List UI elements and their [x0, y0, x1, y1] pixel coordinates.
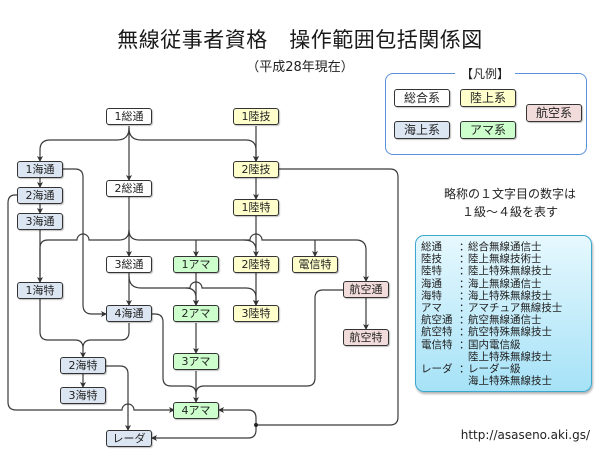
edge-kokutsu-4ama — [195, 289, 343, 395]
node-radar: レーダ — [106, 430, 152, 447]
abbreviation-full-name: 陸上特殊無線技士 — [468, 265, 552, 278]
edge-3sotsu-2ama — [128, 275, 199, 306]
abbreviation-key: 電信特 — [421, 338, 453, 351]
edge-1sotsu-1kaitsu — [37, 127, 130, 162]
legend-item-maritime: 海上系 — [394, 121, 450, 139]
edge-4kaitsu-2kaitoku — [80, 323, 130, 358]
abbreviation-colon: ： — [459, 314, 470, 327]
abbreviation-key: 陸特 — [421, 265, 442, 278]
legend-item-aviation: 航空系 — [526, 104, 582, 122]
abbreviation-full-name: 陸上特殊無線技士 — [468, 350, 552, 363]
node-denshintoku: 電信特 — [292, 256, 338, 273]
node-2rikugi: 2陸技 — [233, 161, 279, 178]
legend-title: 【凡例】 — [455, 65, 515, 82]
edge-2rikugi-radar — [151, 425, 257, 441]
abbreviation-colon: ： — [459, 277, 470, 290]
abbreviation-full-name: 航空無線通信士 — [468, 314, 542, 327]
node-kokutsu: 航空通 — [343, 281, 389, 298]
abbreviation-key: 海特 — [421, 289, 442, 302]
abbreviation-full-name: 海上無線通信士 — [468, 277, 542, 290]
source-url: http://asaseno.aki.gs/ — [460, 428, 590, 442]
node-1ama: 1アマ — [173, 256, 219, 273]
node-1sotsu: 1総通 — [106, 108, 152, 125]
node-1kaitoku: 1海特 — [17, 282, 63, 299]
abbreviation-key: 陸技 — [421, 253, 442, 266]
abbreviation-key: レーダ — [421, 363, 453, 375]
edge-2sotsu-2rikutoku — [243, 239, 257, 251]
abbreviation-colon: ： — [459, 326, 470, 339]
node-3kaitsu: 3海通 — [17, 213, 63, 230]
node-2rikutoku: 2陸特 — [233, 256, 279, 273]
abbreviation-colon: ： — [459, 363, 470, 375]
junction-dot — [254, 423, 258, 427]
node-3kaitoku: 3海特 — [60, 387, 106, 404]
abbreviation-colon: ： — [459, 338, 470, 351]
edge-4kaitsu-4ama — [152, 313, 197, 395]
abbreviation-full-name: 海上特殊無線技士 — [468, 289, 552, 302]
node-1rikutoku: 1陸特 — [233, 199, 279, 216]
abbreviation-full-name: 陸上無線技術士 — [468, 253, 542, 266]
abbreviation-colon: ： — [459, 289, 470, 302]
edge-1kaitoku-2kaitoku — [39, 298, 84, 349]
edge-2kaitoku-radar — [106, 365, 131, 431]
edge-1sotsu-2rikugi — [128, 127, 259, 162]
grade-note-line1: 略称の１文字目の数字は — [443, 187, 576, 201]
node-kokutoku: 航空特 — [343, 329, 389, 346]
legend-item-amateur: アマ系 — [460, 121, 516, 139]
node-3rikutoku: 3陸特 — [233, 305, 279, 322]
abbreviation-colon: ： — [459, 302, 470, 314]
node-2kaitsu: 2海通 — [17, 187, 63, 204]
abbreviation-full-name: アマチュア無線技士 — [468, 302, 563, 314]
abbreviation-full-name: レーダー級 — [468, 363, 521, 375]
node-4kaitsu: 4海通 — [106, 305, 152, 322]
node-4ama: 4アマ — [173, 402, 219, 419]
node-1rikugi: 1陸技 — [233, 108, 279, 125]
legend-item-land: 陸上系 — [460, 89, 516, 107]
node-2ama: 2アマ — [173, 305, 219, 322]
edge-2rikugi-4ama — [218, 407, 257, 425]
edge-2kaitsu-4ama — [7, 194, 175, 413]
abbreviation-full-name: 航空特殊無線技士 — [468, 326, 552, 339]
edge-1kaitsu-4kaitsu — [62, 168, 107, 317]
abbreviation-colon: ： — [459, 253, 470, 266]
abbreviation-key: 航空通 — [421, 314, 453, 327]
diagram-subtitle: （平成28年現在） — [246, 60, 354, 75]
diagram-title: 無線従事者資格 操作範囲包括関係図 — [117, 28, 483, 52]
abbreviation-key: アマ — [421, 302, 442, 314]
edge-2sotsu-horizontal — [128, 229, 369, 282]
legend-item-general: 総合系 — [394, 89, 450, 107]
node-1kaitsu: 1海通 — [17, 161, 63, 178]
edge-3sotsu-3rikutoku — [186, 281, 259, 306]
abbreviation-key: 総通 — [421, 241, 442, 253]
node-2sotsu: 2総通 — [106, 180, 152, 197]
abbreviation-key: 航空特 — [421, 326, 453, 339]
abbreviation-full-name: 国内電信級 — [468, 338, 521, 351]
grade-note: 略称の１文字目の数字は １級～４級を表す — [420, 185, 600, 221]
node-2kaitoku: 2海特 — [60, 357, 106, 374]
node-3ama: 3アマ — [173, 353, 219, 370]
abbreviation-colon: ： — [459, 241, 470, 253]
edge-2rikugi-right-trunk — [256, 168, 399, 426]
abbreviation-box: 総通：総合無線通信士陸技：陸上無線技術士陸特：陸上特殊無線技士海通：海上無線通信… — [415, 235, 592, 392]
abbreviation-colon: ： — [459, 265, 470, 278]
node-3sotsu: 3総通 — [106, 256, 152, 273]
abbreviation-full-name: 海上特殊無線技士 — [468, 375, 552, 388]
abbreviation-full-name: 総合無線通信士 — [468, 241, 542, 253]
edge-2sotsu-1kaitoku — [39, 229, 130, 282]
grade-note-line2: １級～４級を表す — [461, 205, 558, 219]
abbreviation-key: 海通 — [421, 277, 442, 290]
